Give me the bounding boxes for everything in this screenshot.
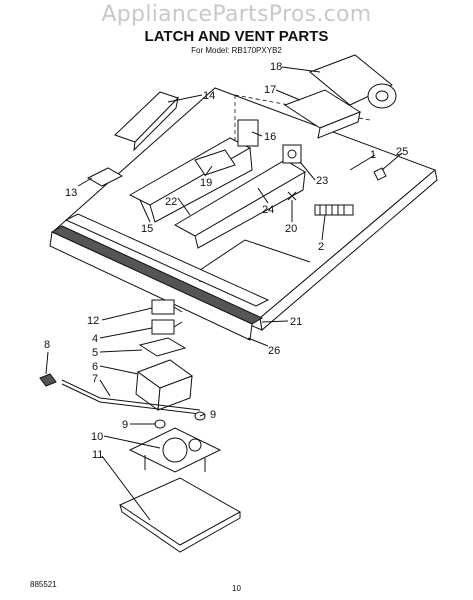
- callout-13: 13: [65, 187, 77, 199]
- callout-1: 1: [370, 149, 376, 161]
- callout-5: 5: [92, 347, 98, 359]
- spacer-9a: [154, 419, 166, 429]
- callout-8: 8: [44, 339, 50, 351]
- latch-mechanism-10: [128, 427, 222, 473]
- callout-4: 4: [92, 333, 98, 345]
- callout-25: 25: [396, 146, 408, 158]
- callout-9-left: 9: [122, 419, 128, 431]
- callout-9-right: 9: [210, 409, 216, 421]
- diagram-title: LATCH AND VENT PARTS: [144, 28, 329, 45]
- seal-16: [237, 119, 259, 147]
- small-plate-13: [86, 167, 124, 187]
- latch-knob-8: [39, 373, 57, 387]
- callout-6: 6: [92, 361, 98, 373]
- footer-code: 885521: [30, 580, 57, 589]
- clip-20: [287, 191, 297, 201]
- watermark: AppliancePartsPros.com: [101, 2, 372, 27]
- vent-bracket-14: [114, 91, 179, 152]
- bracket-17: [283, 89, 362, 139]
- vent-duct-assembly: [128, 137, 306, 249]
- callout-23: 23: [316, 175, 328, 187]
- latch-switches: [151, 299, 183, 335]
- callout-15: 15: [141, 223, 153, 235]
- callout-11: 11: [92, 449, 103, 461]
- callout-24: 24: [262, 204, 274, 216]
- grommet-23: [282, 144, 302, 164]
- screw-25: [373, 167, 387, 181]
- callout-17: 17: [264, 84, 276, 96]
- terminal-block-2: [314, 204, 354, 216]
- callout-10: 10: [91, 431, 103, 443]
- callout-14: 14: [203, 90, 215, 102]
- base-plate-11: [118, 477, 242, 553]
- callout-2: 2: [318, 241, 324, 253]
- latch-rod-7: [61, 379, 201, 411]
- callout-18: 18: [270, 61, 282, 73]
- latch-bracket-6: [135, 359, 194, 411]
- page-number: 10: [232, 584, 241, 593]
- callout-22: 22: [165, 196, 177, 208]
- plate-5: [138, 337, 187, 357]
- callout-19: 19: [200, 177, 212, 189]
- callout-7: 7: [92, 373, 98, 385]
- model-line: For Model: RB170PXYB2: [191, 46, 282, 55]
- callout-26: 26: [268, 345, 280, 357]
- callout-16: 16: [264, 131, 276, 143]
- vent-motor-18: [309, 54, 397, 109]
- callout-12: 12: [87, 315, 99, 327]
- callout-21: 21: [290, 316, 302, 328]
- front-trim-strip: [49, 213, 270, 341]
- leader-lines: [45, 66, 403, 521]
- callout-20: 20: [285, 223, 297, 235]
